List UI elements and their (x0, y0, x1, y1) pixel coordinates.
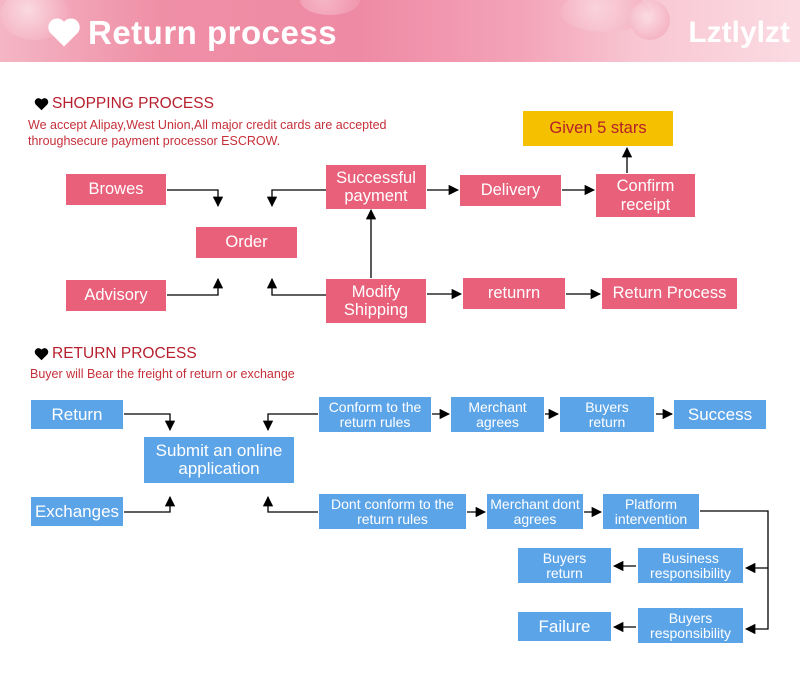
conform-return-rules-box: Conform to the return rules (319, 397, 431, 432)
merchant-dont-agrees-box: Merchant dont agrees (487, 494, 583, 529)
return-process-title: RETURN PROCESS (34, 345, 197, 363)
merchant-agrees-box: Merchant agrees (451, 397, 544, 432)
platform-intervention-box: Platform intervention (603, 494, 699, 529)
exchanges-box: Exchanges (31, 497, 123, 526)
returnm-box: retunrn (463, 278, 565, 309)
submit-online-application-box: Submit an online application (144, 437, 294, 483)
delivery-box: Delivery (460, 175, 561, 206)
order-box: Order (196, 227, 297, 258)
confirm-receipt-box: Confirm receipt (596, 174, 695, 217)
modify-shipping-box: Modify Shipping (326, 279, 426, 323)
advisory-box: Advisory (66, 280, 166, 311)
brand-name: Lztlylzt (688, 16, 790, 49)
shopping-process-title-text: SHOPPING PROCESS (52, 95, 214, 112)
shopping-subtitle-line1: We accept Alipay,West Union,All major cr… (28, 118, 387, 132)
buyers-return-top-box: Buyers return (560, 397, 654, 432)
heart-icon (34, 348, 49, 361)
failure-box: Failure (518, 612, 611, 641)
petal-decoration (630, 0, 670, 40)
return-process-box: Return Process (602, 278, 737, 309)
given-5-stars-box: Given 5 stars (523, 111, 673, 146)
shopping-process-title: SHOPPING PROCESS (34, 95, 214, 113)
header-banner: Return process Lztlylzt (0, 0, 800, 62)
buyers-return-bottom-box: Buyers return (518, 548, 611, 583)
page-title: Return process (88, 14, 338, 51)
success-box: Success (674, 400, 766, 429)
return-process-title-text: RETURN PROCESS (52, 345, 197, 362)
heart-icon (34, 98, 49, 111)
shopping-subtitle-line2: throughsecure payment processor ESCROW. (28, 134, 281, 148)
heart-icon (48, 18, 80, 47)
dont-conform-return-rules-box: Dont conform to the return rules (319, 494, 466, 529)
buyers-responsibility-box: Buyers responsibility (638, 608, 743, 643)
business-responsibility-box: Business responsibility (638, 548, 743, 583)
successful-payment-box: Successful payment (326, 165, 426, 209)
petal-decoration (300, 0, 360, 15)
return-subtitle: Buyer will Bear the freight of return or… (30, 367, 295, 381)
return-box: Return (31, 400, 123, 429)
browes-box: Browes (66, 174, 166, 205)
